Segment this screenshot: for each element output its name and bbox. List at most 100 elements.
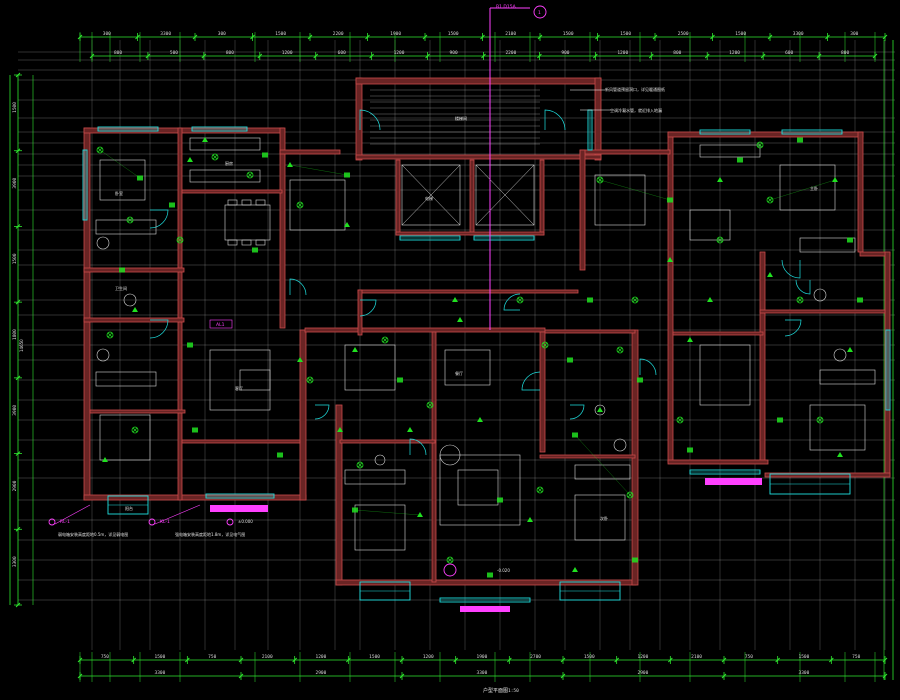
- light-cross: [517, 297, 523, 303]
- door-swing: [639, 358, 657, 376]
- dim-slash: [145, 53, 151, 59]
- light-fixture: [516, 296, 524, 304]
- dim-slash: [828, 657, 834, 663]
- dim-text: 2100: [262, 654, 273, 660]
- dim-slash: [506, 657, 512, 663]
- dim-text: 600: [785, 50, 793, 56]
- light-fixture: [306, 376, 314, 384]
- room-label: 卧室: [115, 190, 123, 196]
- dim-slash: [15, 526, 21, 532]
- dim-slash: [882, 34, 888, 40]
- dim-text: 2100: [505, 31, 516, 37]
- socket: [262, 152, 268, 158]
- dining-table: [444, 349, 491, 386]
- dim-text: 1500: [584, 654, 595, 660]
- toilet: [813, 288, 827, 302]
- section-id: 1: [538, 10, 541, 16]
- dim-slash: [560, 673, 566, 679]
- room-label: 次卧: [600, 515, 608, 521]
- wardrobe: [95, 219, 157, 235]
- dim-slash: [667, 657, 673, 663]
- light-cross: [677, 417, 683, 423]
- dim-slash: [537, 53, 542, 59]
- room-label: 电梯: [425, 195, 433, 201]
- dim-slash: [238, 673, 244, 679]
- dim-slash: [131, 657, 137, 663]
- axis-grid-lines: [18, 40, 895, 650]
- light-cross: [132, 427, 138, 433]
- dim-slash: [760, 53, 766, 59]
- dim-text: 1900: [477, 654, 488, 660]
- room-label: 客厅: [235, 385, 243, 391]
- light-cross: [212, 154, 218, 160]
- socket: [847, 237, 853, 243]
- light-fixture: [716, 236, 724, 244]
- dim-slash: [307, 34, 313, 40]
- wall-segment: [355, 77, 602, 85]
- dim-slash: [184, 657, 190, 663]
- dim-slash: [365, 34, 370, 40]
- switch: [847, 347, 853, 352]
- switch: [102, 457, 108, 462]
- dim-text: 1200: [729, 50, 740, 56]
- room-label: 卫生间: [115, 285, 127, 291]
- dim-text: 2700: [530, 654, 541, 660]
- dim-text: 3300: [160, 31, 171, 37]
- chair: [227, 239, 238, 246]
- dim-text: 800: [673, 50, 681, 56]
- switch: [407, 427, 413, 432]
- switch: [344, 222, 350, 227]
- dim-text: 3300: [799, 670, 810, 676]
- callout-box: [209, 319, 233, 329]
- light-cross: [297, 202, 303, 208]
- switch: [717, 177, 723, 182]
- dim-text: 2200: [505, 50, 516, 56]
- light-fixture: [756, 141, 764, 149]
- wall-segment: [355, 77, 363, 161]
- light-cross: [797, 297, 803, 303]
- wall-segment: [759, 309, 886, 314]
- dim-text: 1500: [155, 654, 166, 660]
- counter: [189, 169, 261, 183]
- dim-slash: [825, 34, 830, 40]
- dim-text: 1500: [735, 31, 746, 37]
- light-cross: [757, 142, 763, 148]
- chair: [241, 239, 252, 246]
- wardrobe: [574, 464, 631, 480]
- light-cross: [177, 237, 183, 243]
- switch: [297, 357, 303, 362]
- wall-segment: [544, 329, 636, 334]
- dim-slash: [15, 375, 21, 381]
- dim-text: 2200: [333, 31, 344, 37]
- door-swing: [314, 404, 330, 420]
- basin: [96, 348, 110, 362]
- light-fixture: [616, 346, 624, 354]
- socket: [567, 357, 573, 363]
- bed: [99, 414, 151, 461]
- tag-leader: [154, 504, 201, 525]
- dim-text: 750: [101, 654, 109, 660]
- light-fixture: [766, 196, 774, 204]
- door-swing: [795, 279, 811, 295]
- coffee-table: [239, 369, 271, 391]
- socket: [169, 202, 175, 208]
- light-cross: [247, 172, 253, 178]
- wall-segment: [279, 149, 341, 155]
- dim-slash: [481, 53, 486, 59]
- switch: [477, 417, 483, 422]
- socket: [119, 267, 125, 273]
- drawing-scale: 1:50: [508, 688, 519, 694]
- door-swing: [781, 259, 801, 279]
- wall-segment: [579, 149, 586, 271]
- wall-segment: [83, 317, 185, 323]
- dim-slash: [710, 34, 715, 40]
- wall-segment: [469, 159, 475, 236]
- socket: [252, 247, 258, 253]
- wall-segment: [857, 131, 864, 253]
- dim-text: 1500: [12, 253, 18, 264]
- wall-segment: [177, 127, 183, 501]
- dim-text: 2900: [316, 670, 327, 676]
- light-cross: [427, 402, 433, 408]
